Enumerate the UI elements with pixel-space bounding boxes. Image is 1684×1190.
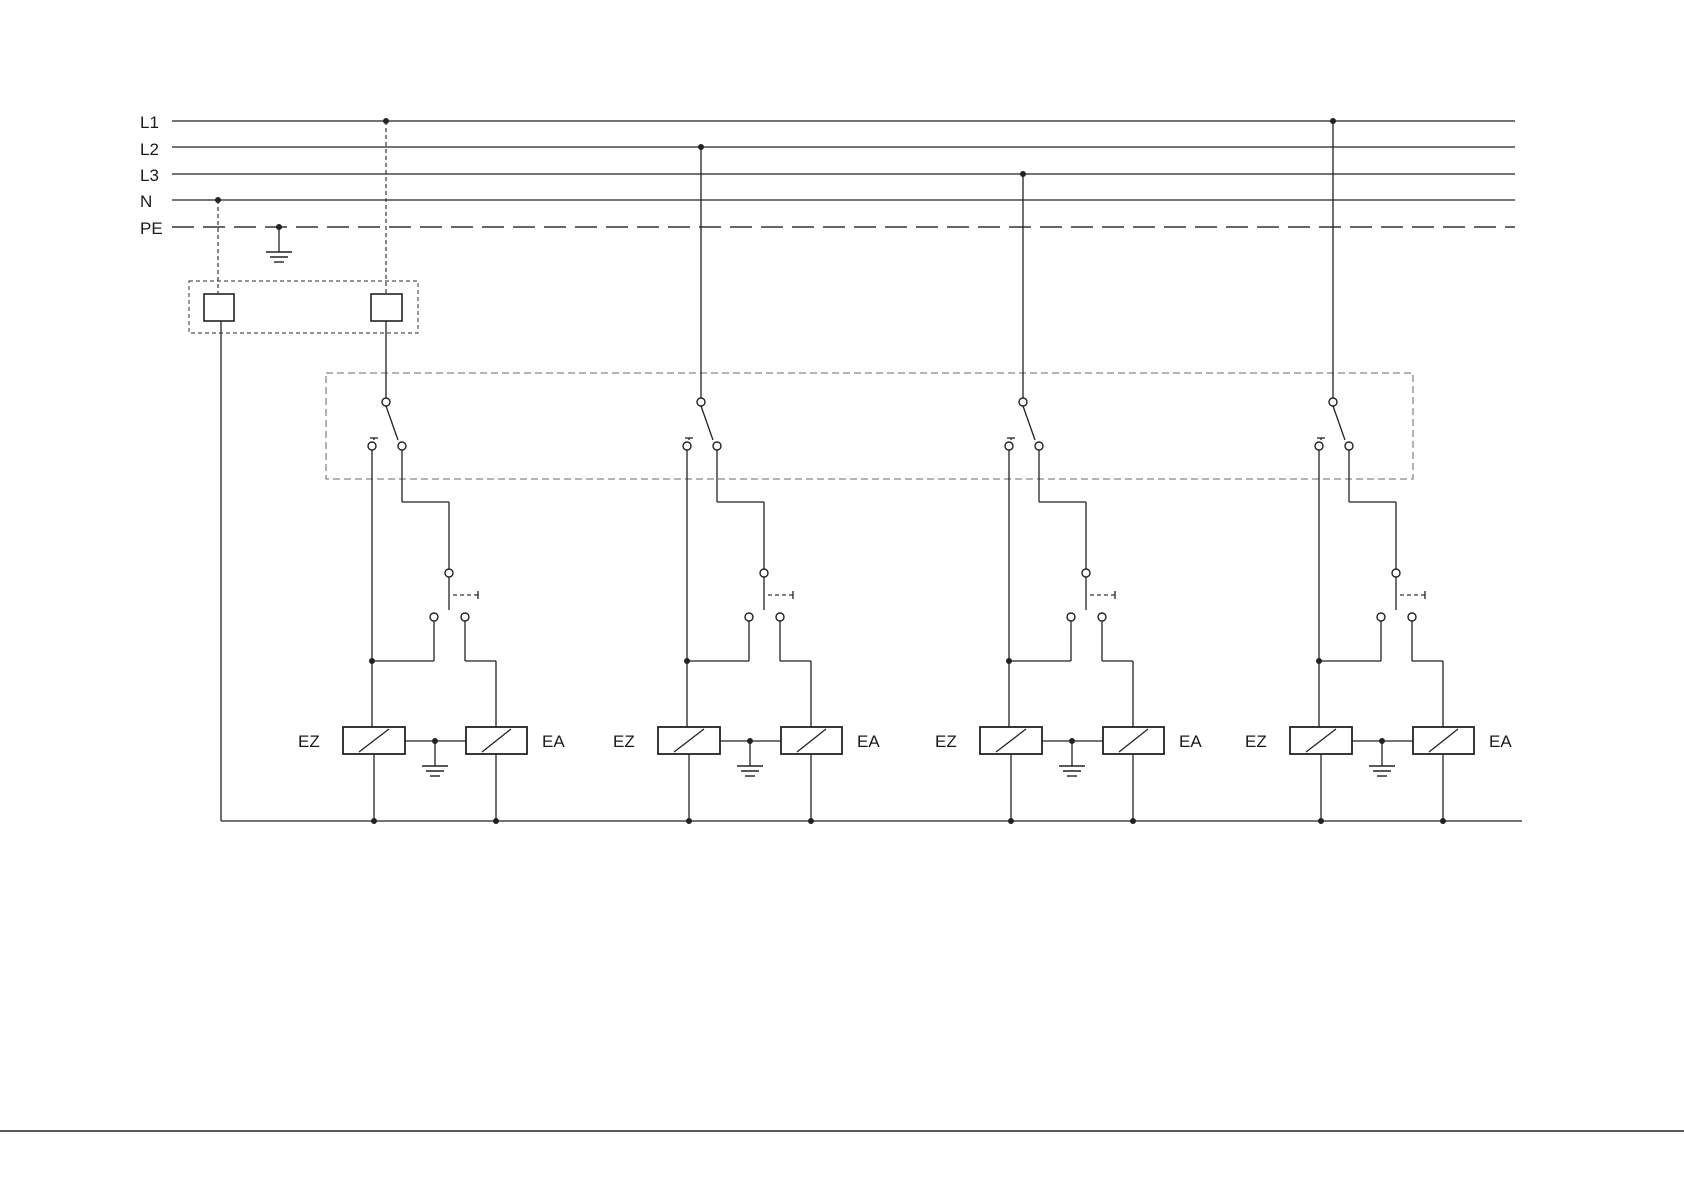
manual-contact-left <box>430 613 438 621</box>
pe-ground-symbol <box>266 224 292 262</box>
coil-label-ez: EZ <box>935 732 957 751</box>
switch-contact-left <box>683 442 691 450</box>
circuit-3: EZ EA <box>935 171 1202 824</box>
device-terminal-l1 <box>371 294 402 321</box>
coil-label-ea: EA <box>542 732 565 751</box>
circuit-group: EZ EA EZ EA EZ EA EZ EA <box>298 118 1512 824</box>
coil-label-ez: EZ <box>613 732 635 751</box>
manual-switch-pivot <box>445 569 453 577</box>
return-junction-ez <box>1008 818 1014 824</box>
coil-label-ea: EA <box>857 732 880 751</box>
switch-pivot <box>1019 398 1027 406</box>
manual-contact-right <box>1098 613 1106 621</box>
coil-label-ez: EZ <box>298 732 320 751</box>
return-junction-ez <box>686 818 692 824</box>
junction-manual-left <box>1316 658 1322 664</box>
switch-contact-right <box>713 442 721 450</box>
junction-manual-left <box>684 658 690 664</box>
switch-blade <box>386 406 398 440</box>
bus-label-l2: L2 <box>140 140 159 159</box>
manual-contact-right <box>461 613 469 621</box>
return-junction-ea <box>1440 818 1446 824</box>
switch-contact-left <box>368 442 376 450</box>
return-junction-ea <box>493 818 499 824</box>
switch-contact-right <box>1035 442 1043 450</box>
switch-contact-right <box>398 442 406 450</box>
circuit-2: EZ EA <box>613 144 880 824</box>
manual-switch-pivot <box>1082 569 1090 577</box>
manual-switch-pivot <box>760 569 768 577</box>
circuit-1: EZ EA <box>298 321 565 824</box>
switch-blade <box>1023 406 1035 440</box>
switch-contact-right <box>1345 442 1353 450</box>
coil-label-ea: EA <box>1489 732 1512 751</box>
junction-manual-left <box>369 658 375 664</box>
switch-blade <box>1333 406 1345 440</box>
return-junction-ea <box>808 818 814 824</box>
manual-contact-left <box>745 613 753 621</box>
return-junction-ez <box>1318 818 1324 824</box>
manual-contact-right <box>1408 613 1416 621</box>
manual-switch-pivot <box>1392 569 1400 577</box>
switch-contact-left <box>1315 442 1323 450</box>
junction-manual-left <box>1006 658 1012 664</box>
switch-pivot <box>382 398 390 406</box>
return-junction-ea <box>1130 818 1136 824</box>
return-junction-ez <box>371 818 377 824</box>
switch-blade <box>701 406 713 440</box>
manual-contact-left <box>1067 613 1075 621</box>
manual-contact-right <box>776 613 784 621</box>
device-terminal-n <box>204 294 234 321</box>
bus-label-l1: L1 <box>140 113 159 132</box>
coil-label-ez: EZ <box>1245 732 1267 751</box>
circuit-4: EZ EA <box>1245 118 1512 824</box>
switch-contact-left <box>1005 442 1013 450</box>
manual-contact-left <box>1377 613 1385 621</box>
changeover-switch-group-box <box>326 373 1413 479</box>
bus-label-n: N <box>140 192 152 211</box>
bus-label-l3: L3 <box>140 166 159 185</box>
bus-label-pe: PE <box>140 219 163 238</box>
switch-pivot <box>697 398 705 406</box>
switch-pivot <box>1329 398 1337 406</box>
coil-label-ea: EA <box>1179 732 1202 751</box>
